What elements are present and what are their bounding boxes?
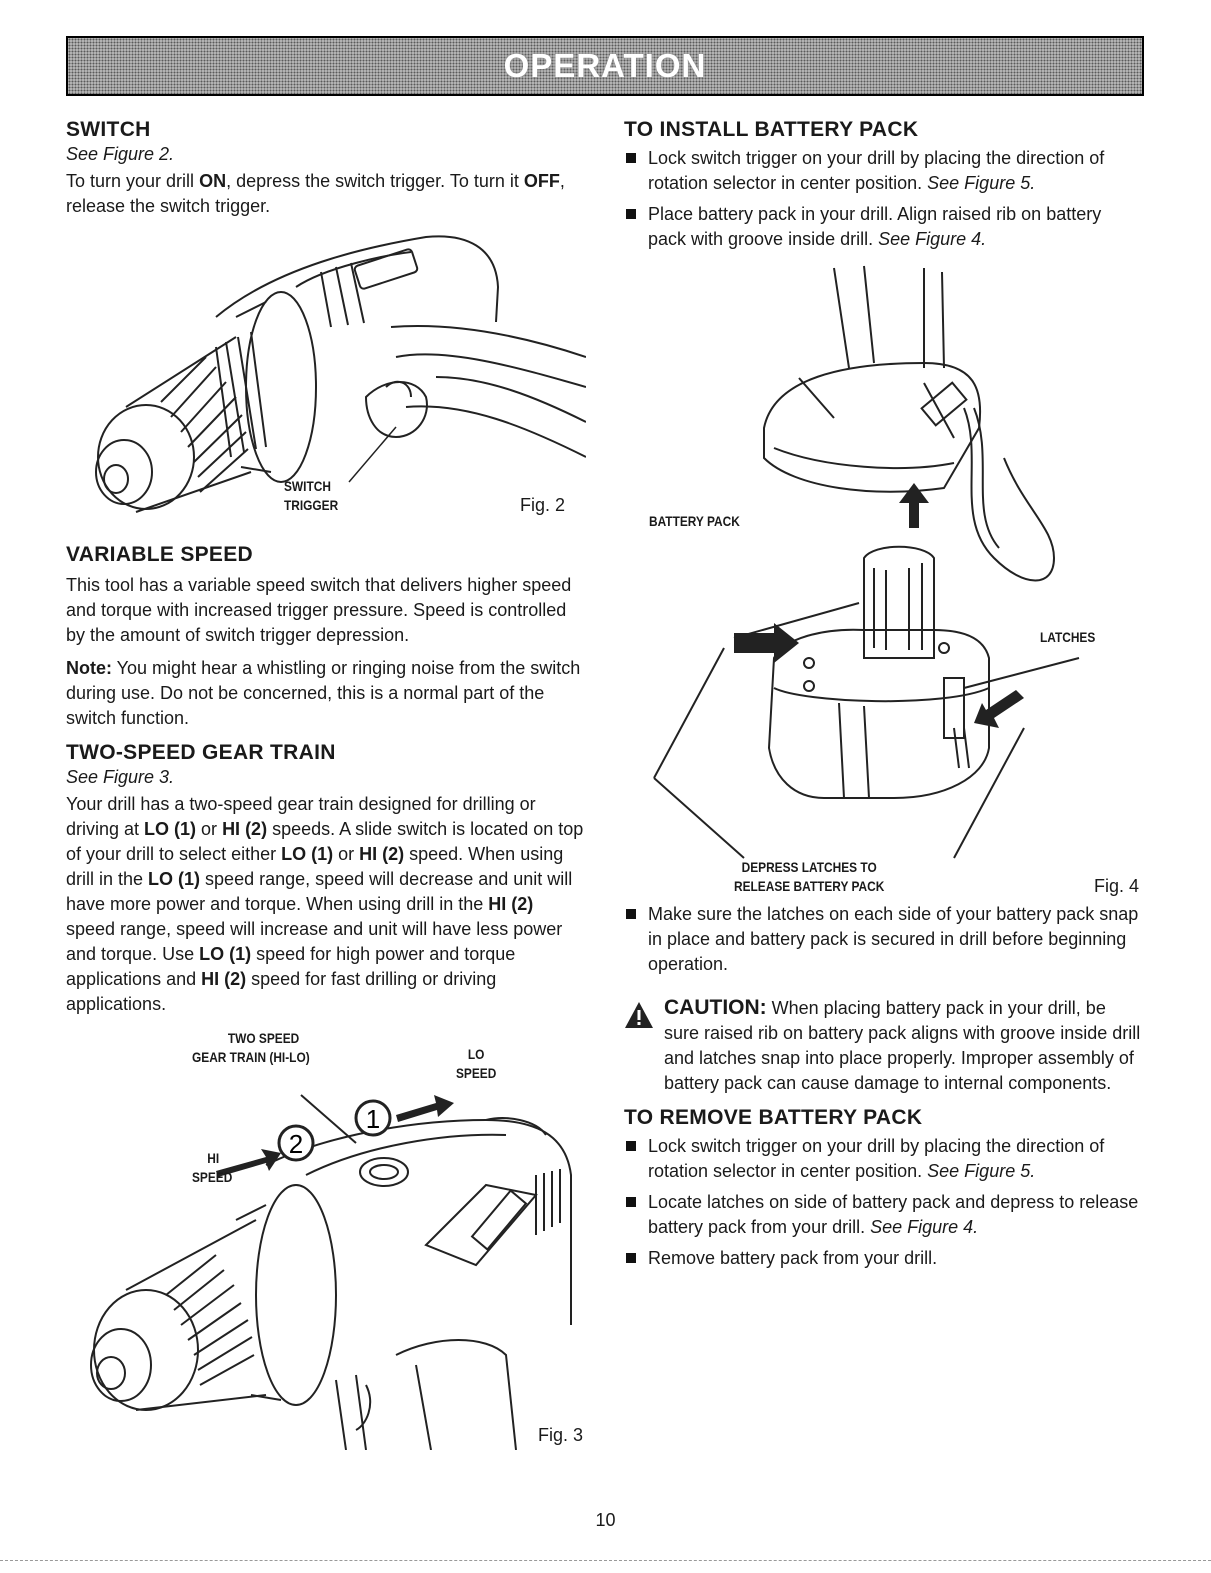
- banner-pattern: OPERATION: [68, 38, 1142, 94]
- two-speed-callout: TWO SPEED GEAR TRAIN (HI-LO): [192, 1030, 310, 1065]
- gear-1-marker: 1: [366, 1104, 380, 1134]
- list-item: Lock switch trigger on your drill by pla…: [624, 146, 1144, 196]
- page-title: OPERATION: [503, 47, 707, 84]
- figure-2: SWITCH TRIGGER Fig. 2: [66, 227, 586, 537]
- fig-2-label: Fig. 2: [520, 495, 566, 515]
- lo-speed-callout: LO SPEED: [456, 1046, 497, 1081]
- depress-latches-callout: DEPRESS LATCHES TO RELEASE BATTERY PACK: [734, 859, 885, 894]
- left-latch-arrow: [734, 623, 799, 663]
- two-speed-figure-ref: See Figure 3.: [66, 767, 175, 787]
- right-column: TO INSTALL BATTERY PACK Lock switch trig…: [624, 118, 1144, 1277]
- list-item: Make sure the latches on each side of yo…: [624, 902, 1144, 977]
- section-banner: OPERATION: [66, 36, 1144, 96]
- fig-3-label: Fig. 3: [538, 1425, 584, 1445]
- fig-4-label: Fig. 4: [1094, 876, 1140, 896]
- lo-arrow: [396, 1095, 454, 1122]
- list-item: Remove battery pack from your drill.: [624, 1246, 1144, 1271]
- remove-list: Lock switch trigger on your drill by pla…: [624, 1134, 1144, 1271]
- hi-arrow: [216, 1149, 281, 1177]
- variable-speed-paragraph: This tool has a variable speed switch th…: [66, 575, 572, 645]
- remove-heading: TO REMOVE BATTERY PACK: [624, 1106, 923, 1129]
- variable-speed-heading: VARIABLE SPEED: [66, 543, 254, 566]
- list-item: Lock switch trigger on your drill by pla…: [624, 1134, 1144, 1184]
- right-latch-arrow: [974, 690, 1024, 728]
- up-arrow: [899, 483, 929, 528]
- warning-icon: [625, 1002, 653, 1028]
- latches-callout: LATCHES: [1040, 629, 1096, 645]
- figure-3: 2 1 TWO SPEED GEAR TRAIN (HI-LO) LO SPEE…: [66, 1025, 586, 1450]
- note-paragraph: Note: You might hear a whistling or ring…: [66, 658, 581, 728]
- battery-pack-callout: BATTERY PACK: [649, 513, 740, 529]
- switch-trigger-callout: SWITCH TRIGGER: [284, 478, 339, 513]
- caution-text: CAUTION: When placing battery pack in yo…: [664, 996, 1141, 1093]
- battery-pack-illustration: [653, 265, 1080, 859]
- figure-4: BATTERY PACK LATCHES DEPRESS LATCHES TO …: [624, 258, 1144, 898]
- install-heading: TO INSTALL BATTERY PACK: [624, 118, 919, 141]
- two-speed-paragraph: Your drill has a two-speed gear train de…: [66, 794, 584, 1014]
- drill-gear-switch-illustration: 2 1: [90, 1094, 572, 1450]
- hi-speed-callout: HI SPEED: [192, 1150, 233, 1185]
- switch-paragraph: To turn your drill ON, depress the switc…: [66, 171, 565, 216]
- switch-heading: SWITCH: [66, 118, 151, 141]
- gear-2-marker: 2: [289, 1129, 303, 1159]
- footer-divider: [0, 1560, 1211, 1561]
- caution-box: CAUTION: When placing battery pack in yo…: [624, 995, 1144, 1096]
- install-list: Lock switch trigger on your drill by pla…: [624, 146, 1144, 252]
- switch-figure-ref: See Figure 2.: [66, 144, 175, 164]
- page-number: 10: [595, 1510, 616, 1530]
- drill-trigger-illustration: [95, 235, 586, 513]
- two-speed-heading: TWO-SPEED GEAR TRAIN: [66, 741, 336, 764]
- left-column: SWITCH See Figure 2. To turn your drill …: [66, 118, 586, 1450]
- install-list-continued: Make sure the latches on each side of yo…: [624, 902, 1144, 977]
- list-item: Place battery pack in your drill. Align …: [624, 202, 1144, 252]
- list-item: Locate latches on side of battery pack a…: [624, 1190, 1144, 1240]
